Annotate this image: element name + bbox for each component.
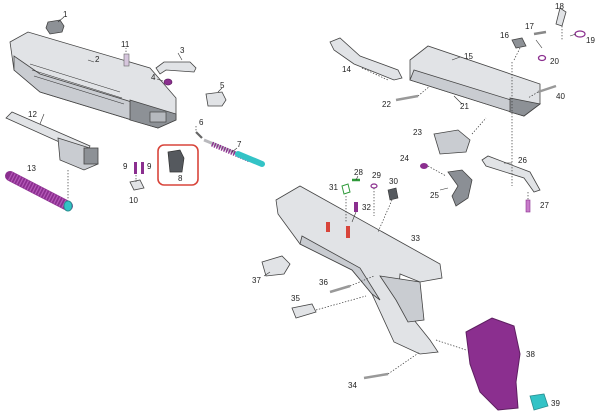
label-26: 26: [518, 156, 527, 165]
label-14: 14: [342, 65, 351, 74]
fire-control-housing: [409, 45, 541, 117]
label-39: 39: [551, 399, 560, 408]
part-31: [341, 183, 351, 195]
label-20: 20: [550, 57, 559, 66]
label-29: 29: [372, 171, 381, 180]
grip-panel-38: [465, 317, 521, 411]
trigger-25: [447, 169, 473, 207]
part-23: [433, 129, 471, 155]
part-number-labels: 1 2 3 4 5 6 7 8 9 9 10 11 12 13 14 15 16…: [27, 2, 595, 408]
spring-19: [574, 30, 586, 38]
part-8-highlighted[interactable]: [157, 144, 199, 186]
part-32: [354, 202, 358, 212]
label-16: 16: [500, 31, 509, 40]
part-16: [511, 37, 527, 49]
part-10: [129, 179, 145, 191]
label-23: 23: [413, 128, 422, 137]
slide: [9, 31, 177, 129]
pin-17: [533, 30, 547, 36]
rear-sight: [45, 19, 65, 35]
spring-27: [525, 199, 531, 213]
label-8: 8: [178, 174, 183, 183]
label-34: 34: [348, 381, 357, 390]
label-12: 12: [28, 110, 37, 119]
block-5: [205, 91, 227, 107]
spring-9b: [141, 162, 144, 174]
label-1: 1: [63, 10, 68, 19]
label-9b: 9: [147, 162, 152, 171]
frame: [275, 185, 443, 355]
label-11: 11: [121, 40, 130, 49]
label-40: 40: [556, 92, 565, 101]
label-21: 21: [460, 102, 469, 111]
label-7: 7: [237, 140, 242, 149]
label-24: 24: [400, 154, 409, 163]
leader-lines: [39, 16, 577, 375]
label-2: 2: [95, 55, 100, 64]
spring-24: [420, 163, 428, 169]
label-5: 5: [220, 81, 225, 90]
label-37: 37: [252, 276, 261, 285]
pin-11: [123, 53, 130, 67]
label-17: 17: [525, 22, 534, 31]
firing-pin-assembly: [203, 138, 265, 167]
label-27: 27: [540, 201, 549, 210]
label-28: 28: [354, 168, 363, 177]
label-3: 3: [180, 46, 185, 55]
extractor: [155, 61, 197, 75]
trigger-bar-26: [481, 155, 541, 193]
part-39: [529, 393, 549, 411]
spring-20: [537, 54, 547, 62]
part-30: [387, 187, 399, 201]
spring-29: [370, 183, 378, 189]
pin-34: [363, 372, 389, 380]
label-15: 15: [464, 52, 473, 61]
label-38: 38: [526, 350, 535, 359]
pin-6: [195, 131, 203, 139]
label-33: 33: [411, 234, 420, 243]
pin-36: [329, 284, 351, 294]
part-35: [291, 303, 317, 319]
spring-9a: [134, 162, 137, 174]
label-25: 25: [430, 191, 439, 200]
label-32: 32: [362, 203, 371, 212]
spring-4: [163, 78, 173, 86]
label-31: 31: [329, 183, 338, 192]
pin-40: [537, 84, 557, 94]
label-4: 4: [151, 73, 156, 82]
barrel: [5, 111, 99, 171]
label-30: 30: [389, 177, 398, 186]
label-36: 36: [319, 278, 328, 287]
label-6: 6: [199, 118, 204, 127]
label-18: 18: [555, 2, 564, 11]
label-22: 22: [382, 100, 391, 109]
part-37: [261, 255, 291, 277]
label-10: 10: [129, 196, 138, 205]
label-9a: 9: [123, 162, 128, 171]
lever-14: [329, 37, 403, 81]
label-35: 35: [291, 294, 300, 303]
pin-22: [395, 94, 419, 102]
recoil-spring: [5, 171, 73, 212]
label-19: 19: [586, 36, 595, 45]
label-13: 13: [27, 164, 36, 173]
